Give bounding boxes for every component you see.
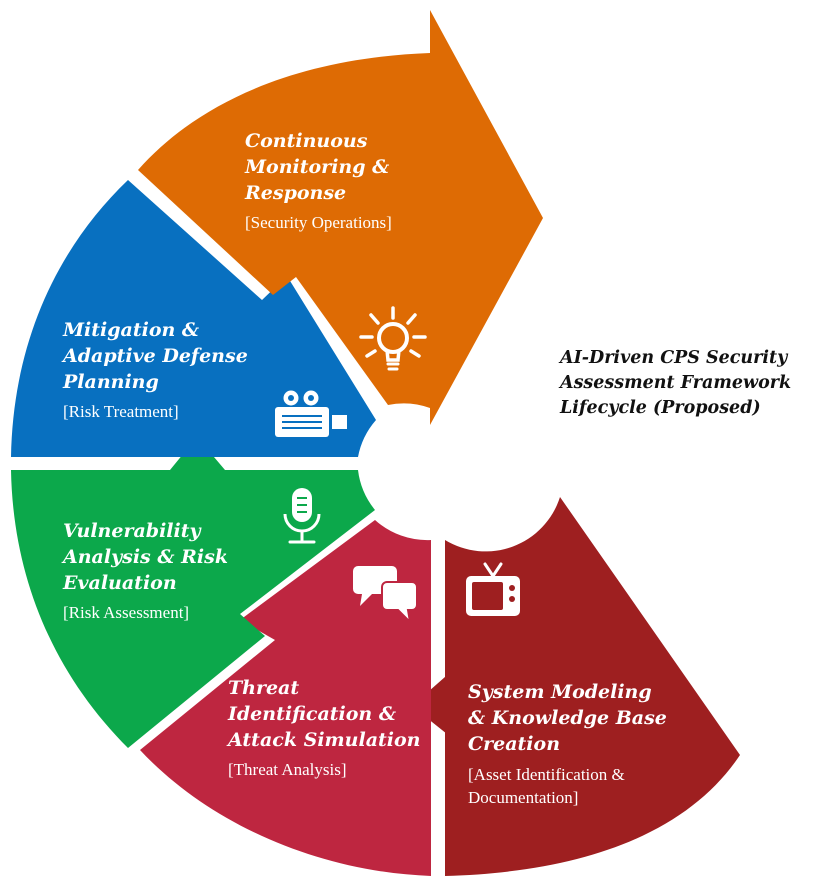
- segment-shape: [138, 10, 543, 425]
- segment-continuous-monitoring: Continuous Monitoring & Response [Securi…: [138, 10, 543, 425]
- segment-title: Threat Identification & Attack Simulatio…: [226, 677, 421, 751]
- segment-shape: [11, 180, 376, 457]
- segment-title: System Modeling & Knowledge Base Creatio…: [468, 681, 674, 755]
- segment-vulnerability-analysis: Vulnerability Analysis & Risk Evaluation…: [11, 437, 375, 748]
- chat-bubbles-icon: [353, 566, 418, 625]
- segment-mitigation-planning: Mitigation & Adaptive Defense Planning […: [11, 180, 376, 457]
- segment-threat-identification: Threat Identification & Attack Simulatio…: [140, 520, 431, 876]
- segment-title: Mitigation & Adaptive Defense Planning: [61, 319, 254, 393]
- framework-title: AI-Driven CPS Security Assessment Framew…: [558, 348, 797, 418]
- segment-subtitle: [Security Operations]: [245, 213, 392, 232]
- segment-title: Continuous Monitoring & Response: [244, 130, 396, 204]
- segment-arrow: [412, 662, 462, 746]
- segment-system-modeling: System Modeling & Knowledge Base Creatio…: [412, 497, 740, 876]
- segment-subtitle: [Asset Identification & Documentation]: [468, 765, 629, 807]
- segment-subtitle: [Threat Analysis]: [228, 760, 347, 779]
- segment-title: Vulnerability Analysis & Risk Evaluation: [61, 520, 235, 594]
- video-camera-icon: [275, 390, 347, 437]
- tv-icon: [466, 562, 520, 616]
- microphone-icon: [283, 488, 321, 544]
- segment-shape: [140, 520, 431, 876]
- segment-subtitle: [Risk Assessment]: [63, 603, 189, 622]
- lightbulb-icon: [359, 306, 427, 371]
- segment-subtitle: [Risk Treatment]: [63, 402, 179, 421]
